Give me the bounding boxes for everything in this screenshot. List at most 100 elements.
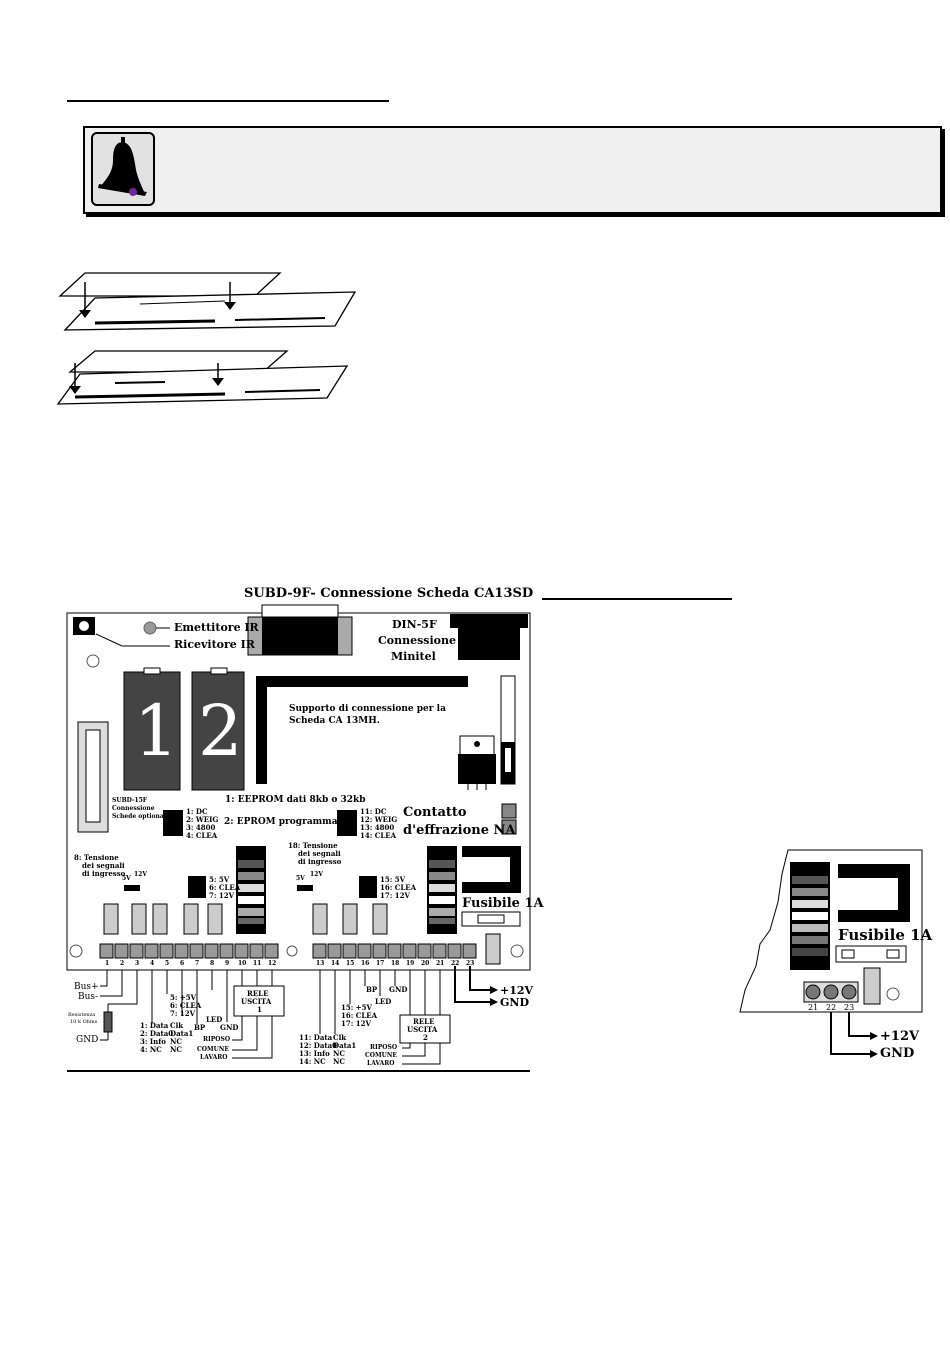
subd9f-title: SUBD-9F- Connessione Scheda CA13SD bbox=[244, 586, 534, 601]
tension8-label-3: di ingresso bbox=[82, 869, 126, 878]
detail-terminal-22: 22 bbox=[826, 1003, 837, 1012]
bp-label-left: BP bbox=[194, 1023, 206, 1032]
gnd-power-label: GND bbox=[500, 996, 529, 1009]
din5f-conn-label: Connessione bbox=[378, 634, 456, 647]
bell-icon bbox=[91, 132, 155, 206]
riposo-label-1: RIPOSO bbox=[203, 1036, 231, 1043]
gnd-label-mid: GND bbox=[220, 1023, 239, 1032]
terminal-number: 1 bbox=[105, 960, 110, 967]
tension8-label-2: dei segnali bbox=[82, 861, 125, 870]
terminal-number: 9 bbox=[225, 960, 230, 967]
terminal-number: 10 bbox=[238, 960, 247, 967]
note-box bbox=[83, 126, 942, 214]
section-heading-rule bbox=[67, 100, 389, 102]
ir-emitter-label: Emettitore IR bbox=[174, 621, 259, 634]
detail-plus12v-label: +12V bbox=[880, 1029, 920, 1044]
terminal-number: 23 bbox=[466, 960, 475, 967]
terminal-number: 2 bbox=[120, 960, 125, 967]
v12-label-left: 12V bbox=[134, 871, 148, 878]
comune-label-2: COMUNE bbox=[365, 1052, 397, 1059]
lavaro-label-2: LAVARO bbox=[367, 1060, 395, 1067]
resistance-label-2: 10 k Ohms bbox=[70, 1019, 98, 1025]
terminal-number: 16 bbox=[361, 960, 370, 967]
terminal-number: 5 bbox=[165, 960, 170, 967]
din5f-label: DIN-5F bbox=[392, 618, 437, 631]
bp-label-right: BP bbox=[366, 985, 378, 994]
v5-label-right: 5V bbox=[296, 875, 305, 882]
tension18-label-1: 18: Tensione bbox=[288, 841, 338, 850]
led-label-left: LED bbox=[206, 1015, 223, 1024]
terminal-number: 14 bbox=[331, 960, 340, 967]
gnd-label-right: GND bbox=[389, 985, 408, 994]
tension18-label-3: di ingresso bbox=[298, 857, 342, 866]
detail-gnd-label: GND bbox=[880, 1046, 915, 1061]
relay-left bbox=[236, 846, 266, 934]
eprom-label: 2: EPROM programma bbox=[224, 817, 338, 827]
terminal-number: 21 bbox=[436, 960, 445, 967]
terminal-number: 6 bbox=[180, 960, 185, 967]
eeprom-label: 1: EEPROM dati 8kb o 32kb bbox=[225, 795, 366, 805]
contatto-label-2: d'effrazione NA bbox=[403, 823, 516, 838]
chip-2-number: 2 bbox=[198, 690, 243, 772]
terminal-number: 13 bbox=[316, 960, 325, 967]
terminal-number: 11 bbox=[253, 960, 262, 967]
gnd-label-left: GND bbox=[76, 1035, 99, 1045]
terminal-number: 20 bbox=[421, 960, 430, 967]
terminal-number: 4 bbox=[150, 960, 155, 967]
subd15f-label-2: Connessione bbox=[112, 805, 155, 812]
terminal-number: 12 bbox=[268, 960, 277, 967]
fuse-label: Fusibile 1A bbox=[462, 896, 544, 911]
riposo-label-2: RIPOSO bbox=[370, 1044, 398, 1051]
terminal-number: 7 bbox=[195, 960, 200, 967]
terminal-number: 8 bbox=[210, 960, 215, 967]
contatto-label-1: Contatto bbox=[403, 805, 467, 820]
tension18-label-2: dei segnali bbox=[298, 849, 341, 858]
din5f-minitel-label: Minitel bbox=[391, 650, 436, 663]
terminal-block-left bbox=[99, 943, 279, 959]
resistance-label-1: Resistenza bbox=[68, 1012, 96, 1018]
terminal-number: 18 bbox=[391, 960, 400, 967]
rele1-label-3: 1 bbox=[257, 1005, 262, 1014]
terminal-number: 3 bbox=[135, 960, 140, 967]
subd15f-label-3: Schede optional bbox=[112, 813, 167, 820]
plus12v-label: +12V bbox=[500, 984, 534, 997]
bus-plus-label: Bus+ bbox=[74, 982, 99, 992]
fuse-detail-drawing bbox=[739, 849, 923, 1058]
support-text-1: Supporto di connessione per la bbox=[289, 704, 446, 714]
ir-receiver-label: Ricevitore IR bbox=[174, 638, 255, 651]
terminal-number: 22 bbox=[451, 960, 460, 967]
rele2-label-1: RELE bbox=[413, 1017, 435, 1026]
v5-label-left: 5V bbox=[122, 875, 131, 882]
lavaro-label-1: LAVARO bbox=[200, 1054, 228, 1061]
bus-minus-label: Bus- bbox=[78, 992, 99, 1002]
v12-label-right: 12V bbox=[310, 871, 324, 878]
rele2-label-2: USCITA bbox=[407, 1025, 438, 1034]
tension8-label-1: 8: Tensione bbox=[74, 853, 119, 862]
subd15f-label-1: SUBD-15F bbox=[112, 797, 148, 804]
board-stack-illustration bbox=[56, 272, 357, 405]
support-text-2: Scheda CA 13MH. bbox=[289, 716, 380, 726]
rele2-label-3: 2 bbox=[423, 1033, 428, 1042]
detail-terminal-23: 23 bbox=[844, 1003, 855, 1012]
terminal-block-right bbox=[312, 943, 477, 959]
led-label-right: LED bbox=[375, 997, 392, 1006]
rele1-label-1: RELE bbox=[247, 989, 269, 998]
comune-label-1: COMUNE bbox=[197, 1046, 229, 1053]
chip-1-number: 1 bbox=[134, 690, 179, 772]
relay-right bbox=[427, 846, 457, 934]
rele1-label-2: USCITA bbox=[241, 997, 272, 1006]
detail-terminal-21: 21 bbox=[808, 1003, 819, 1012]
terminal-number: 19 bbox=[406, 960, 415, 967]
detail-fuse-label: Fusibile 1A bbox=[838, 926, 933, 944]
